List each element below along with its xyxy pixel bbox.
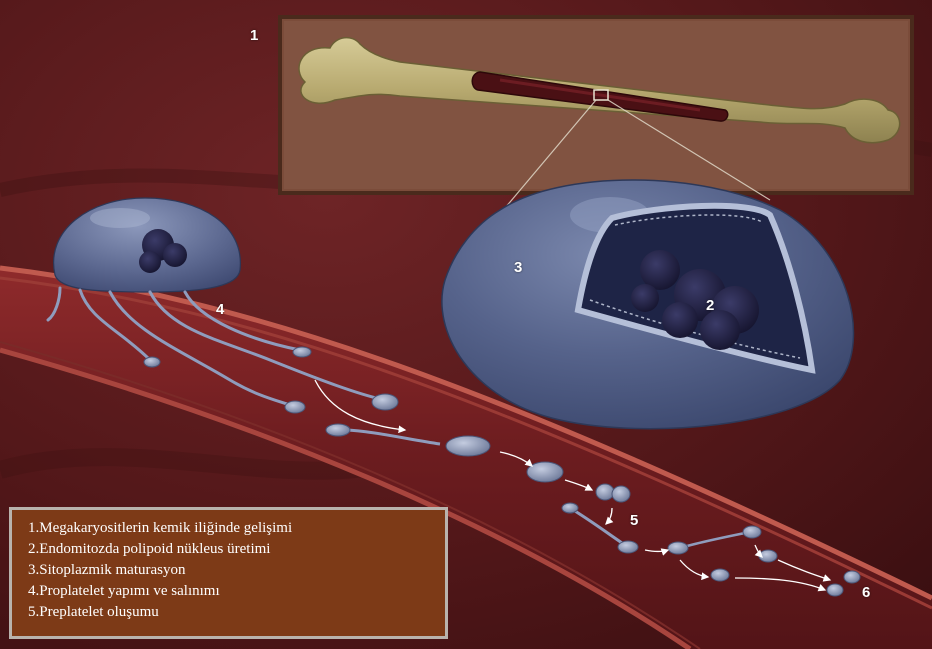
legend-item: 1.Megakaryositlerin kemik iliğinde geliş… [28,518,445,539]
megakaryocyte-large [442,180,854,429]
legend-item: 5.Preplatelet oluşumu [28,602,445,623]
legend-item: 4.Proplatelet yapımı ve salınımı [28,581,445,602]
label-bone: 1 [250,28,258,43]
legend-item: 3.Sitoplazmik maturasyon [28,560,445,581]
legend-item: 2.Endomitozda polipoid nükleus üretimi [28,539,445,560]
legend-box: 1.Megakaryositlerin kemik iliğinde geliş… [9,507,448,639]
label-cell: 3 [514,260,522,275]
label-nucleus: 2 [706,298,714,313]
label-platelet: 6 [862,585,870,600]
label-proplatelet: 4 [216,302,224,317]
label-preplatelet: 5 [630,513,638,528]
